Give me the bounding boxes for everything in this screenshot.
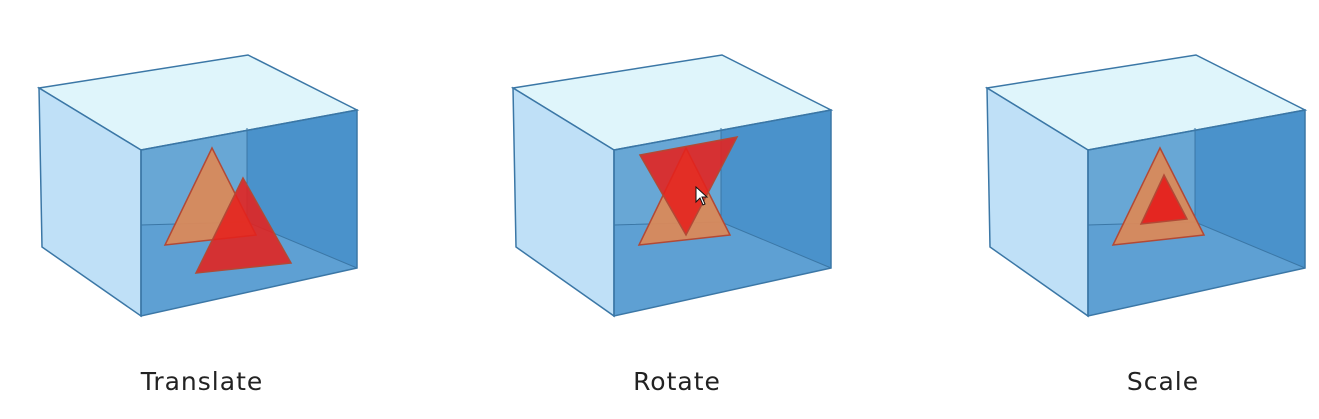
red-triangle-rotated xyxy=(638,135,739,237)
rotate-panel: Rotate xyxy=(510,54,834,396)
rotate-label: Rotate xyxy=(633,367,721,396)
box-right-wall xyxy=(247,110,357,268)
box-front-frame xyxy=(140,109,358,317)
translate-box xyxy=(36,54,360,318)
box-front-frame xyxy=(1087,109,1306,317)
red-triangle-translated xyxy=(194,176,293,274)
red-triangle-scaled xyxy=(1139,173,1189,225)
box-right-wall xyxy=(1195,110,1305,268)
box-right-wall xyxy=(721,110,831,268)
mouse-cursor-icon xyxy=(695,185,709,206)
box-front-frame xyxy=(613,109,832,317)
scale-label: Scale xyxy=(1127,367,1199,396)
translate-panel: Translate xyxy=(36,54,360,396)
scale-panel: Scale xyxy=(984,54,1308,396)
translate-label: Translate xyxy=(140,367,264,396)
